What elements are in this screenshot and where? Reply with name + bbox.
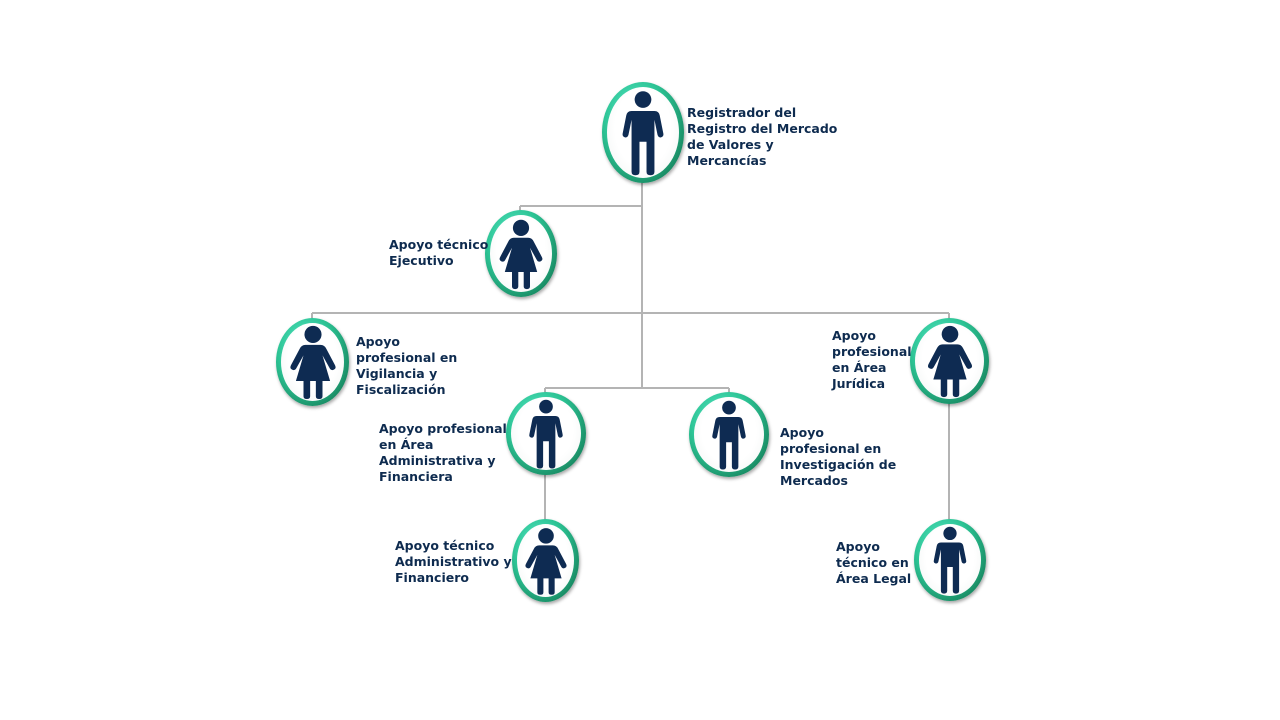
- label-investigacion: Apoyo profesional en Investigación de Me…: [780, 425, 896, 489]
- node-investigacion[interactable]: [689, 392, 769, 477]
- label-line: Financiero: [395, 570, 469, 585]
- label-line: Apoyo: [356, 334, 400, 349]
- label-line: en Área: [832, 360, 887, 375]
- node-tecnico-administrativo[interactable]: [512, 519, 579, 602]
- label-line: Jurídica: [832, 376, 886, 391]
- label-line: profesional en: [356, 350, 458, 365]
- label-line: Apoyo: [836, 539, 880, 554]
- label-line: Registro del Mercado: [687, 121, 838, 136]
- label-line: Apoyo profesional: [379, 421, 507, 436]
- node-juridica[interactable]: [910, 318, 989, 404]
- label-line: Mercados: [780, 473, 848, 488]
- label-line: técnico en: [836, 555, 909, 570]
- man-icon: [529, 399, 563, 469]
- label-line: de Valores y: [687, 137, 774, 152]
- woman-icon: [927, 325, 972, 398]
- woman-icon: [524, 527, 567, 595]
- label-tecnico-ejecutivo: Apoyo técnico Ejecutivo: [389, 237, 488, 269]
- label-line: profesional en: [780, 441, 882, 456]
- label-line: Apoyo: [832, 328, 876, 343]
- label-line: Mercancías: [687, 153, 767, 168]
- label-line: Administrativo y: [395, 554, 512, 569]
- man-icon: [622, 90, 664, 175]
- label-line: Apoyo: [780, 425, 824, 440]
- node-tecnico-ejecutivo[interactable]: [485, 210, 557, 297]
- man-icon: [933, 526, 967, 594]
- label-line: profesional: [832, 344, 912, 359]
- label-registrador: Registrador del Registro del Mercado de …: [687, 105, 837, 169]
- woman-icon: [289, 325, 336, 400]
- node-tecnico-legal[interactable]: [914, 519, 986, 601]
- node-registrador[interactable]: [602, 82, 684, 183]
- label-line: Área Legal: [836, 571, 912, 586]
- woman-icon: [499, 219, 543, 289]
- label-administrativa: Apoyo profesional en Área Administrativa…: [379, 421, 507, 485]
- label-line: Financiera: [379, 469, 453, 484]
- label-tecnico-administrativo: Apoyo técnico Administrativo y Financier…: [395, 538, 512, 586]
- label-line: Apoyo técnico: [395, 538, 495, 553]
- label-line: en Área: [379, 437, 434, 452]
- label-tecnico-legal: Apoyo técnico en Área Legal: [836, 539, 911, 587]
- label-line: Registrador del: [687, 105, 797, 120]
- label-line: Vigilancia y: [356, 366, 438, 381]
- label-juridica: Apoyo profesional en Área Jurídica: [832, 328, 912, 392]
- node-administrativa[interactable]: [506, 392, 586, 475]
- label-line: Ejecutivo: [389, 253, 454, 268]
- label-line: Investigación de: [780, 457, 897, 472]
- man-icon: [712, 400, 746, 470]
- label-vigilancia: Apoyo profesional en Vigilancia y Fiscal…: [356, 334, 457, 398]
- node-vigilancia[interactable]: [276, 318, 349, 406]
- label-line: Apoyo técnico: [389, 237, 489, 252]
- label-line: Administrativa y: [379, 453, 496, 468]
- label-line: Fiscalización: [356, 382, 446, 397]
